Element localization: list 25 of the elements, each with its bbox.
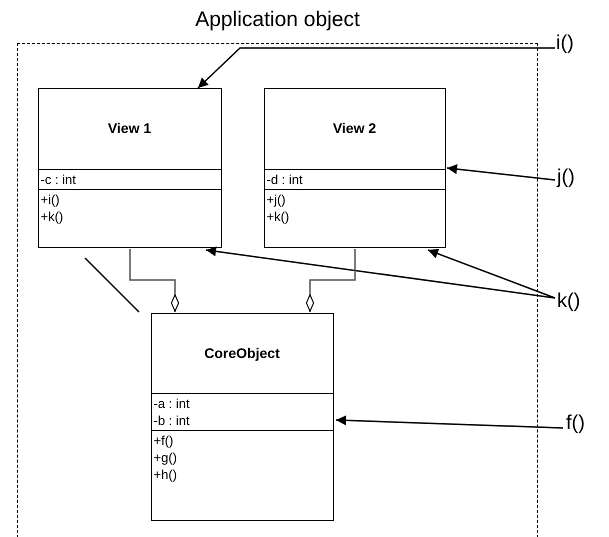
- class-member: +i(): [40, 190, 61, 208]
- class-name: View 2: [332, 120, 376, 137]
- class-box: [264, 88, 446, 248]
- arrow: [206, 246, 556, 299]
- class-member: +f(): [154, 432, 174, 448]
- class-name: View 1: [108, 120, 152, 137]
- class-member: -b : int: [154, 412, 191, 428]
- class-member: -a : int: [154, 394, 191, 412]
- class-member: +j(): [266, 190, 287, 208]
- class-member: -d : int: [266, 170, 304, 188]
- aggregation-connector: [306, 249, 356, 312]
- class-member: +k(): [40, 208, 64, 224]
- arrow: [428, 248, 556, 299]
- arrow: [197, 47, 555, 89]
- arrow: [336, 415, 564, 429]
- class-name: CoreObject: [204, 344, 280, 362]
- aggregation-connector: [129, 249, 180, 312]
- class-box: [150, 312, 334, 520]
- class-member: -c : int: [40, 170, 77, 188]
- class-member: +h(): [154, 466, 178, 482]
- arrow: [446, 164, 556, 181]
- class-member: +g(): [154, 448, 178, 466]
- class-box: [38, 88, 222, 248]
- frame-title: Application object: [195, 8, 360, 32]
- class-member: +k(): [266, 208, 290, 224]
